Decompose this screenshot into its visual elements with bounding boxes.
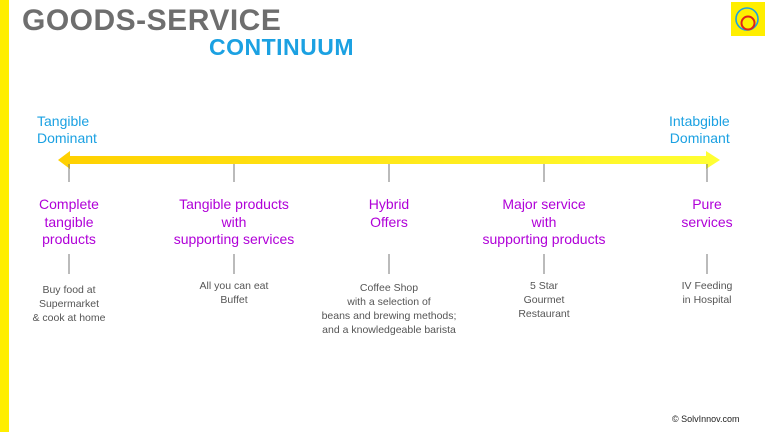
axis-ticks: [68, 164, 708, 182]
category-label-line: Pure: [692, 196, 722, 212]
example-buffet: All you can eat Buffet: [200, 279, 269, 307]
tangible-dominant-label: Tangible Dominant: [37, 113, 97, 147]
category-label-line: tangible: [44, 213, 94, 230]
page-title: GOODS-SERVICE: [22, 4, 282, 37]
category-label-line: Tangible products: [179, 196, 289, 212]
solvinnov-circles-logo-icon: [735, 7, 759, 31]
example-coffee-shop: Coffee Shop with a selection of beans an…: [322, 281, 457, 337]
category-label-line: products: [42, 231, 96, 247]
left-accent-bar: [0, 0, 9, 432]
example-line: Buffet: [220, 294, 248, 306]
category-label-line: supporting products: [482, 231, 606, 247]
logo: [731, 2, 765, 36]
example-line: Buy food at: [42, 284, 96, 296]
example-line: 5 Star: [529, 280, 558, 292]
tangible-dominant-line-1: Tangible: [37, 113, 90, 129]
page-subtitle: CONTINUUM: [209, 34, 355, 60]
example-restaurant: 5 Star Gourmet Restaurant: [518, 279, 569, 321]
category-label-line: Complete: [39, 196, 99, 212]
example-line: Gourmet: [523, 294, 565, 306]
copyright-notice: © SolvInnov.com: [672, 414, 740, 424]
category-label-line: services: [681, 213, 733, 230]
category-pure-services: Pure services: [681, 196, 732, 231]
example-supermarket: Buy food at Supermarket & cook at home: [33, 283, 106, 325]
category-tangible-with-services: Tangible products with supporting servic…: [174, 196, 295, 249]
example-line: Supermarket: [38, 298, 100, 310]
example-line: Restaurant: [518, 308, 570, 320]
example-line: in Hospital: [682, 294, 732, 306]
category-label-line: Hybrid: [368, 196, 410, 212]
intangible-dominant-line-2: Dominant: [669, 130, 730, 146]
example-line: beans and brewing methods;: [321, 310, 457, 322]
category-label-line: Offers: [370, 213, 408, 230]
category-label-line: Major service: [502, 196, 586, 212]
example-line: All you can eat: [199, 280, 269, 292]
example-line: and a knowledgeable barista: [322, 324, 456, 336]
intangible-dominant-label: Intabgible Dominant: [669, 113, 730, 147]
category-label-line: supporting services: [173, 231, 295, 247]
category-complete-tangible-products: Complete tangible products: [39, 196, 99, 249]
category-hybrid-offers: Hybrid Offers: [369, 196, 409, 231]
category-major-service: Major service with supporting products: [483, 196, 606, 249]
tangible-dominant-line-2: Dominant: [37, 130, 97, 146]
example-iv-feeding: IV Feeding in Hospital: [682, 279, 733, 307]
example-line: Coffee Shop: [359, 282, 419, 294]
example-line: & cook at home: [32, 312, 106, 324]
category-label-line: with: [221, 213, 247, 230]
example-line: with a selection of: [347, 296, 431, 308]
example-connectors: [68, 254, 708, 274]
example-line: IV Feeding: [681, 280, 733, 292]
double-headed-arrow: [58, 151, 720, 169]
intangible-dominant-line-1: Intabgible: [669, 113, 730, 129]
category-label-line: with: [531, 213, 557, 230]
